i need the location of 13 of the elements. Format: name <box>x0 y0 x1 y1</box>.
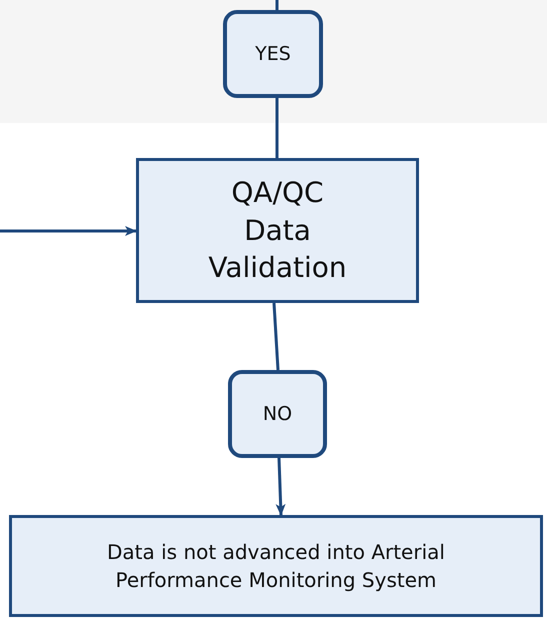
arrow <box>276 458 286 516</box>
node-label: YES <box>255 42 291 66</box>
process-box <box>9 515 543 617</box>
decision-box <box>228 370 327 458</box>
decision-box <box>223 10 323 98</box>
connector-line <box>276 0 278 10</box>
connector-line <box>272 302 280 370</box>
node-label: QA/QC Data Validation <box>207 174 348 286</box>
arrow <box>0 226 137 236</box>
node-label: Data is not advanced into Arterial Performance Monitoring System <box>106 539 446 594</box>
node-label: NO <box>262 402 292 426</box>
process-box <box>136 158 419 303</box>
connector-line <box>276 98 278 158</box>
